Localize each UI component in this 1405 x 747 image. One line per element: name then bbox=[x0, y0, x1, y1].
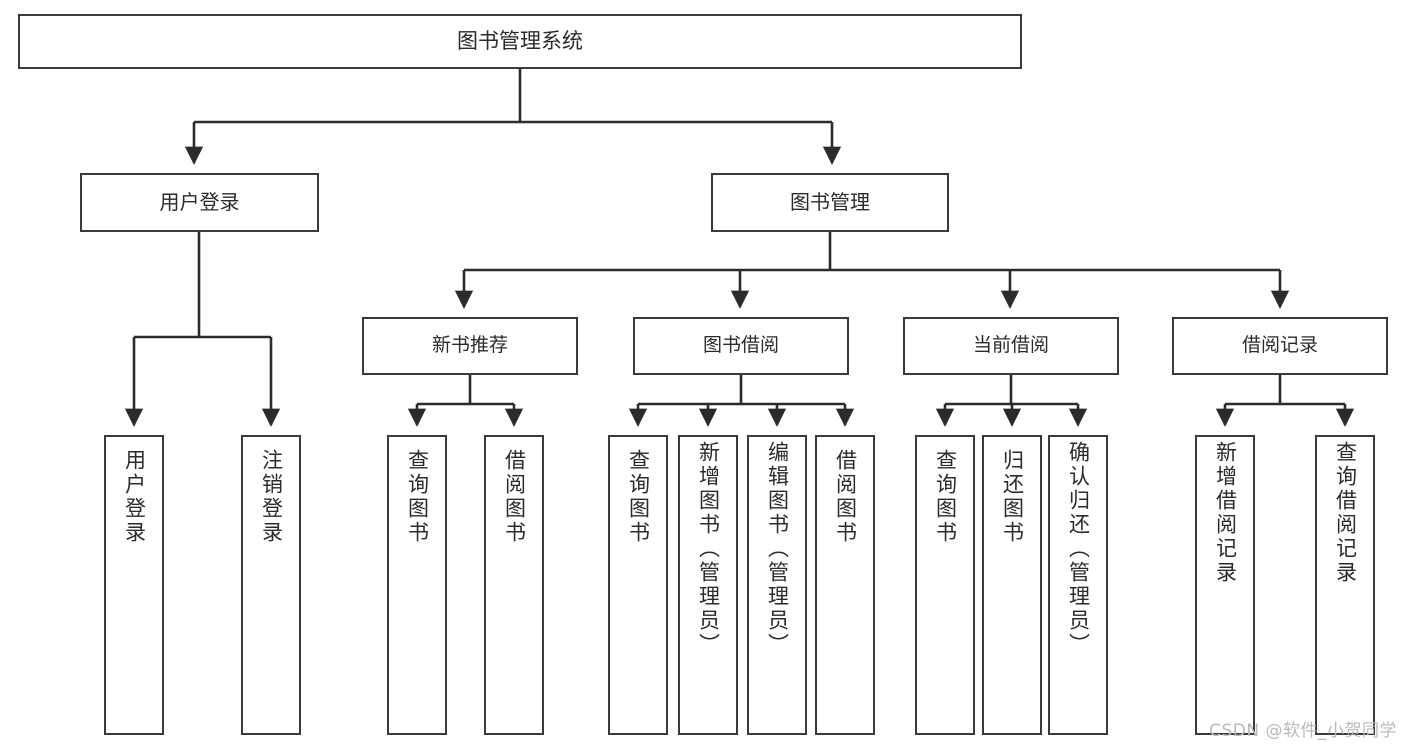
leaf-query-book-current[interactable]: 查询图书 bbox=[915, 435, 975, 735]
node-book-borrow-label: 图书借阅 bbox=[702, 334, 779, 357]
leaf-query-book-borrow[interactable]: 查询图书 bbox=[608, 435, 668, 735]
edges-newbook-to-leaves bbox=[407, 375, 524, 427]
leaf-borrow-book-borrow-label: 借阅图书 bbox=[833, 449, 858, 545]
leaf-edit-book-admin[interactable]: 编辑图书（管理员） bbox=[747, 435, 807, 735]
node-book-manage-label: 图书管理 bbox=[790, 190, 870, 215]
node-book-manage[interactable]: 图书管理 bbox=[711, 173, 949, 232]
node-user-login[interactable]: 用户登录 bbox=[80, 173, 319, 232]
leaf-user-logout[interactable]: 注销登录 bbox=[241, 435, 301, 735]
node-user-login-label: 用户登录 bbox=[159, 190, 240, 215]
node-current-borrow-label: 当前借阅 bbox=[972, 334, 1049, 357]
leaf-user-logout-label: 注销登录 bbox=[259, 449, 284, 545]
edges-borrowrecord-to-leaves bbox=[1215, 375, 1355, 427]
edges-root-to-level1 bbox=[184, 69, 842, 165]
edges-currentborrow-to-leaves bbox=[935, 375, 1088, 427]
leaf-add-book-admin-label: 新增图书（管理员） bbox=[696, 441, 721, 657]
leaf-borrow-book-recommend-label: 借阅图书 bbox=[502, 449, 527, 545]
leaf-query-borrow-record-label: 查询借阅记录 bbox=[1333, 441, 1358, 585]
leaf-borrow-book-recommend[interactable]: 借阅图书 bbox=[484, 435, 544, 735]
leaf-query-book-recommend-label: 查询图书 bbox=[405, 449, 430, 545]
leaf-return-book-label: 归还图书 bbox=[1000, 449, 1025, 545]
node-root[interactable]: 图书管理系统 bbox=[18, 14, 1022, 69]
leaf-query-book-recommend[interactable]: 查询图书 bbox=[387, 435, 447, 735]
leaf-confirm-return-admin[interactable]: 确认归还（管理员） bbox=[1048, 435, 1108, 735]
leaf-query-book-borrow-label: 查询图书 bbox=[626, 449, 651, 545]
node-current-borrow[interactable]: 当前借阅 bbox=[903, 317, 1119, 375]
leaf-add-borrow-record-label: 新增借阅记录 bbox=[1213, 441, 1238, 585]
leaf-edit-book-admin-label: 编辑图书（管理员） bbox=[765, 441, 790, 657]
node-new-book-recommend-label: 新书推荐 bbox=[431, 334, 508, 357]
edges-bookborrow-to-leaves bbox=[628, 375, 855, 427]
leaf-query-book-current-label: 查询图书 bbox=[933, 449, 958, 545]
leaf-add-book-admin[interactable]: 新增图书（管理员） bbox=[678, 435, 738, 735]
node-borrow-record-label: 借阅记录 bbox=[1241, 334, 1318, 357]
node-root-label: 图书管理系统 bbox=[457, 28, 583, 53]
edges-userlogin-to-leaves bbox=[124, 232, 281, 427]
node-new-book-recommend[interactable]: 新书推荐 bbox=[362, 317, 578, 375]
edges-bookmanage-to-level2 bbox=[454, 232, 1290, 309]
node-book-borrow[interactable]: 图书借阅 bbox=[633, 317, 849, 375]
leaf-user-login[interactable]: 用户登录 bbox=[104, 435, 164, 735]
node-borrow-record[interactable]: 借阅记录 bbox=[1172, 317, 1388, 375]
leaf-return-book[interactable]: 归还图书 bbox=[982, 435, 1042, 735]
leaf-borrow-book-borrow[interactable]: 借阅图书 bbox=[815, 435, 875, 735]
leaf-add-borrow-record[interactable]: 新增借阅记录 bbox=[1195, 435, 1255, 735]
leaf-confirm-return-admin-label: 确认归还（管理员） bbox=[1066, 441, 1091, 657]
leaf-query-borrow-record[interactable]: 查询借阅记录 bbox=[1315, 435, 1375, 735]
leaf-user-login-label: 用户登录 bbox=[122, 449, 147, 545]
